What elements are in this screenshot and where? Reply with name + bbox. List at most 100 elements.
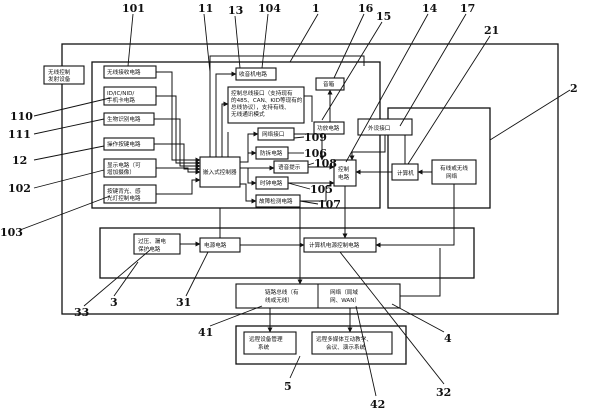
pc-power-ctrl-box: 计算机电源控制电路 [303,237,377,253]
ctrl-circuit-line-1: 控制 [338,165,350,173]
ref-111: 111 [8,128,31,141]
computer-unit-frame [387,107,491,209]
protection-line-2: 保护电路 [138,245,161,253]
anti-theft-label: 防拆电路 [260,149,283,157]
ref-41: 41 [198,326,213,339]
ctrl-circuit-box: 控制 电路 [333,159,357,187]
wired-wireless-net-box: 有线或无线 网络 [431,159,477,185]
power-unit-frame [99,227,475,279]
ref-3: 3 [110,296,118,309]
protection-box: 过压、漏电 保护电路 [133,233,181,255]
voice-prompt-box: 语音提示 [273,160,309,174]
remote-device-box: 无线控制 发射设备 [43,65,85,85]
bus-port-line-3: 总线协议），支持有线、 [231,103,290,111]
voice-prompt-label: 语音提示 [278,163,301,171]
network-line-1: 网络（局域 [330,288,358,296]
ref-13: 13 [228,4,243,17]
wireless-rx-box: 无线接收电路 [103,65,157,79]
ref-108: 108 [314,157,337,170]
op-keys-box: 操作按键电路 [103,137,155,151]
bus-port-line-4: 无线通讯模式 [231,110,265,118]
fault-detect-box: 故障检测电路 [255,194,301,208]
bus-port-box: 控制总线接口（支持现有 的485、CAN、KID等现有的 总线协议），支持有线、… [227,86,305,124]
ref-32: 32 [436,386,451,399]
link-bus-line-2: 线或无线） [265,296,293,304]
power-circuit-box: 电源电路 [199,237,241,253]
ref-14: 14 [422,2,438,15]
ref-33: 33 [74,306,89,319]
ref-110: 110 [10,110,33,123]
pc-power-ctrl-label: 计算机电源控制电路 [309,241,360,249]
ref-103: 103 [0,226,23,239]
connections [154,55,455,333]
outer-frame [61,43,559,315]
bio-id-box: 生物识别电路 [103,112,155,126]
ref-104: 104 [258,2,281,15]
link-bus-unit: 链路总线（有 线或无线） 网络（局域 网、WAN） [235,283,401,309]
card-reader-box: ID/IC/NID/ 手机卡电路 [103,86,157,106]
card-reader-line-2: 手机卡电路 [107,96,135,104]
card-reader-line-1: ID/IC/NID/ [107,91,134,97]
ref-2: 2 [570,82,578,95]
remote-mgmt-line-2: 系统 [258,343,270,351]
ref-21: 21 [484,24,499,37]
clock-box: 时钟电路 [255,176,289,190]
remote-mgmt-box: 远程设备管理 系统 [243,331,297,355]
ref-11: 11 [198,2,213,15]
remote-mm-line-2: 会议、演示系统 [326,343,366,351]
embedded-ctrl-label: 嵌入式控制器 [203,168,237,176]
display-line-2: 增加摄像） [107,168,135,176]
reference-numerals: 101 11 13 104 1 16 15 14 17 21 2 110 111… [0,2,578,411]
op-keys-label: 操作按键电路 [107,140,141,148]
speaker-box: 音箱 [315,77,345,91]
ref-109: 109 [304,131,327,144]
ext-port-box: 外设接口 [357,118,413,136]
remote-mm-box: 远程多媒体互动教学、 会议、演示系统 [311,331,393,355]
ref-12: 12 [12,154,27,167]
remote-device-line-2: 发射设备 [48,75,71,83]
clock-label: 时钟电路 [260,179,283,187]
ref-16: 16 [358,2,374,15]
radio-box: 收音机电路 [235,67,277,81]
computer-label: 计算机 [397,169,414,177]
power-circuit-label: 电源电路 [204,241,227,249]
backlight-box: 按键背光、感 光灯控制电路 [103,184,157,204]
link-bus-line-1: 链路总线（有 [265,288,299,296]
ref-106: 106 [304,147,327,160]
ref-1: 1 [312,2,320,15]
backlight-line-2: 光灯控制电路 [107,194,141,202]
backlight-line-1: 按键背光、感 [107,187,141,195]
display-box: 显示电路（可 增加摄像） [103,158,157,178]
net-line-2: 网络 [446,172,458,180]
remote-systems-frame [235,325,407,365]
ref-15: 15 [376,10,391,23]
network-line-2: 网、WAN） [330,297,360,304]
bio-id-label: 生物识别电路 [107,115,141,123]
ref-102: 102 [8,182,31,195]
net-line-1: 有线或无线 [440,164,468,172]
remote-device-line-1: 无线控制 [48,68,71,76]
fault-detect-label: 故障检测电路 [259,197,293,205]
leader-lines [19,13,571,397]
ref-101: 101 [122,2,145,15]
speaker-label: 音箱 [323,80,335,88]
ctrl-circuit-line-2: 电路 [338,173,350,181]
wireless-rx-label: 无线接收电路 [107,68,141,76]
anti-theft-box: 防拆电路 [255,146,289,160]
display-line-1: 显示电路（可 [107,161,141,169]
ref-4: 4 [444,332,452,345]
bus-port-line-1: 控制总线接口（支持现有 [231,89,293,97]
network-port-label: 网络接口 [262,130,284,138]
embedded-ctrl-box: 嵌入式控制器 [199,156,241,188]
power-amp-label: 功放电路 [317,124,340,132]
ref-105: 105 [310,183,333,196]
remote-mm-line-1: 远程多媒体互动教学、 [316,335,372,343]
computer-box: 计算机 [391,163,419,181]
bus-port-line-2: 的485、CAN、KID等现有的 [231,96,303,104]
ref-5: 5 [284,380,292,393]
ext-port-label: 外设接口 [368,124,390,132]
power-amp-box: 功放电路 [313,121,345,135]
ref-17: 17 [460,2,475,15]
protection-line-1: 过压、漏电 [138,237,166,245]
